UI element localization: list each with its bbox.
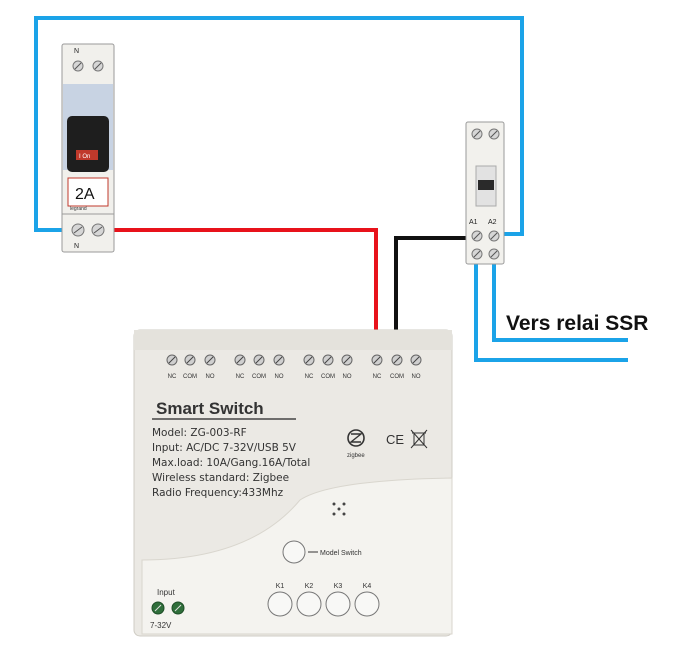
terminal-block — [166, 354, 422, 366]
ce-mark: CE — [386, 432, 404, 447]
key-label-k1: K1 — [276, 583, 285, 590]
terminal-label: NC — [168, 374, 177, 380]
breaker-rating: 2A — [75, 186, 95, 203]
terminal-label: NO — [206, 374, 215, 380]
breaker-brand: legrand — [70, 206, 87, 212]
neutral-wire-loop — [34, 16, 524, 236]
key-button-k3[interactable] — [325, 591, 351, 617]
key-button-k4[interactable] — [354, 591, 380, 617]
indicator-dots — [332, 502, 346, 516]
voltage-label: 7-32V — [150, 621, 172, 630]
key-button-k2[interactable] — [296, 591, 322, 617]
zigbee-logo-icon — [347, 429, 365, 447]
terminal-label: COM — [390, 374, 404, 380]
ssr-wire-lower — [474, 256, 628, 362]
weee-bin-icon — [410, 429, 428, 449]
ssr-wire-upper — [492, 256, 628, 342]
circuit-breaker: N I On 2A legrand N — [61, 43, 115, 253]
module-wireless: Wireless standard: Zigbee — [152, 472, 289, 484]
module-title: Smart Switch — [156, 399, 264, 418]
key-button-k1[interactable] — [267, 591, 293, 617]
module-model: Model: ZG-003-RF — [152, 427, 247, 439]
terminal-label: NC — [373, 374, 382, 380]
contactor-a1-label: A1 — [469, 219, 478, 226]
model-switch-button[interactable] — [282, 540, 306, 564]
terminal-label: NO — [343, 374, 352, 380]
terminal-label: NC — [305, 374, 314, 380]
terminal-label: NO — [412, 374, 421, 380]
terminal-labels: NC COM NO NC COM NO NC COM NO NC COM NO — [168, 374, 421, 380]
model-switch-label: Model Switch — [320, 550, 362, 557]
key-label-k3: K3 — [334, 583, 343, 590]
smart-switch-module: NC COM NO NC COM NO NC COM NO NC COM NO … — [133, 329, 453, 637]
terminal-label: COM — [252, 374, 266, 380]
terminal-label: NO — [275, 374, 284, 380]
breaker-switch-text: I On — [79, 154, 90, 160]
breaker-top-label: N — [74, 48, 79, 55]
contactor-a2-label: A2 — [488, 219, 497, 226]
module-radio: Radio Frequency:433Mhz — [152, 487, 284, 499]
ssr-caption: Vers relai SSR — [506, 312, 648, 335]
phase-wire — [102, 228, 378, 360]
common-wire — [394, 236, 476, 360]
terminal-label: NC — [236, 374, 245, 380]
input-label: Input — [157, 588, 176, 597]
zigbee-label: zigbee — [347, 453, 365, 459]
module-input-spec: Input: AC/DC 7-32V/USB 5V — [152, 442, 297, 454]
key-label-k2: K2 — [305, 583, 314, 590]
terminal-label: COM — [183, 374, 197, 380]
terminal-label: COM — [321, 374, 335, 380]
key-label-k4: K4 — [363, 583, 372, 590]
contactor: A1 A2 — [465, 121, 505, 265]
breaker-bottom-label: N — [74, 243, 79, 250]
module-maxload: Max.load: 10A/Gang.16A/Total — [152, 457, 310, 469]
